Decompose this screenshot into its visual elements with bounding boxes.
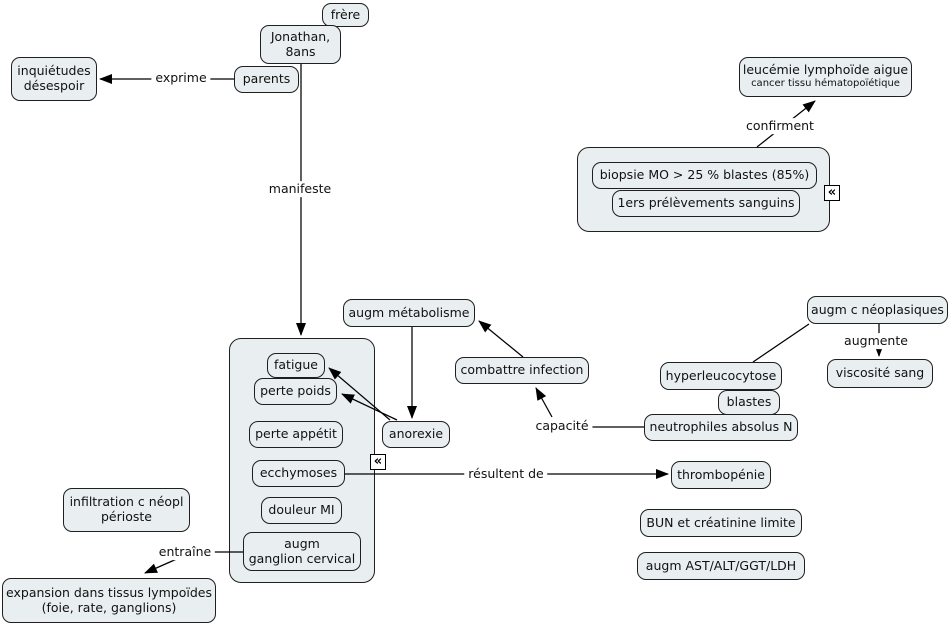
node-text: frère <box>330 6 361 22</box>
node-text: augm <box>284 535 320 551</box>
node-text: biopsie MO > 25 % blastes (85%) <box>599 167 810 183</box>
node-text: (foie, rate, ganglions) <box>41 599 177 615</box>
node-jonathan-8ans[interactable]: Jonathan,8ans <box>260 25 341 64</box>
node-hyperleucocytose[interactable]: hyperleucocytose <box>660 362 782 390</box>
link-label-confirment[interactable]: confirment <box>742 118 818 134</box>
node-augm-metabolisme[interactable]: augm métabolisme <box>343 299 475 327</box>
edge-capacite-combattre <box>535 387 553 418</box>
node-text: perte poids <box>260 383 331 399</box>
node-text: thrombopénie <box>677 466 765 482</box>
node-text: expansion dans tissus lympoïdes <box>6 584 212 600</box>
node-perte-appetit[interactable]: perte appétit <box>249 421 343 448</box>
node-augm-ast-alt-ggt-ldh[interactable]: augm AST/ALT/GGT/LDH <box>637 552 805 580</box>
node-viscosite-sang[interactable]: viscosité sang <box>827 359 933 388</box>
node-parents[interactable]: parents <box>234 66 299 93</box>
node-text: augm métabolisme <box>348 304 470 320</box>
annotation-examens-icon[interactable]: « <box>824 185 840 201</box>
node-text: 1ers prélèvements sanguins <box>617 195 795 211</box>
edge-entraine-expansion <box>144 557 180 574</box>
node-combattre-infection[interactable]: combattre infection <box>455 357 589 384</box>
node-text: perte appétit <box>255 426 337 442</box>
node-text: anorexie <box>388 426 444 442</box>
link-label-resultent-de[interactable]: résultent de <box>464 466 548 482</box>
node-fatigue[interactable]: fatigue <box>267 353 325 378</box>
node-text: neutrophiles absolus N <box>649 419 793 435</box>
link-label-capacite[interactable]: capacité <box>531 418 593 434</box>
node-ecchymoses[interactable]: ecchymoses <box>252 460 345 487</box>
node-douleur-mi[interactable]: douleur MI <box>261 497 342 524</box>
node-text: combattre infection <box>460 362 584 378</box>
node-anorexie[interactable]: anorexie <box>382 421 450 448</box>
node-blastes[interactable]: blastes <box>718 390 780 415</box>
node-text: viscosité sang <box>835 365 925 381</box>
edge-anorexie-perte-poids <box>341 393 398 421</box>
node-text: 8ans <box>285 43 316 59</box>
node-thrombopenie[interactable]: thrombopénie <box>671 461 771 489</box>
node-biopsie-mo[interactable]: biopsie MO > 25 % blastes (85%) <box>592 162 817 189</box>
node-text: douleur MI <box>268 502 335 518</box>
node-text: augm c néoplasiques <box>811 301 944 317</box>
edges-group <box>99 64 884 574</box>
node-text: fatigue <box>274 357 318 373</box>
node-text: ecchymoses <box>259 465 338 481</box>
node-text: périoste <box>101 509 152 524</box>
node-text: ganglion cervical <box>248 550 356 566</box>
link-label-exprime[interactable]: exprime <box>151 70 211 86</box>
node-text: Jonathan, <box>270 28 331 44</box>
link-label-manifeste[interactable]: manifeste <box>264 181 336 197</box>
node-text: leucémie lymphoïde aigue <box>742 62 909 78</box>
node-text: inquiétudes <box>17 63 91 79</box>
annotation-symptomes-icon[interactable]: « <box>370 454 386 470</box>
node-subtext: cancer tissu hématopoïétique <box>751 78 900 90</box>
edge-combattre-metabolisme <box>478 320 524 358</box>
node-neutrophiles-absolus-n[interactable]: neutrophiles absolus N <box>644 414 798 441</box>
node-text: blastes <box>726 394 772 410</box>
node-text: hyperleucocytose <box>665 367 777 383</box>
node-text: infiltration c néopl <box>69 494 184 510</box>
node-augm-c-neoplasiques[interactable]: augm c néoplasiques <box>807 296 948 324</box>
node-text: BUN et créatinine limite <box>646 514 796 530</box>
node-text: augm AST/ALT/GGT/LDH <box>645 557 797 573</box>
node-frere[interactable]: frère <box>322 3 369 27</box>
node-perte-poids[interactable]: perte poids <box>254 378 337 405</box>
edge-neoplasiques-hyperleucocytose <box>752 323 810 363</box>
link-label-entraine[interactable]: entraîne <box>154 544 216 560</box>
node-bun-creatinine-limite[interactable]: BUN et créatinine limite <box>640 509 802 537</box>
node-prelevements-sanguins[interactable]: 1ers prélèvements sanguins <box>612 190 800 217</box>
node-text: désespoir <box>23 78 85 93</box>
link-label-augmente[interactable]: augmente <box>840 333 912 349</box>
node-expansion-lymphoide[interactable]: expansion dans tissus lympoïdes(foie, ra… <box>2 578 216 623</box>
node-text: parents <box>242 71 291 87</box>
